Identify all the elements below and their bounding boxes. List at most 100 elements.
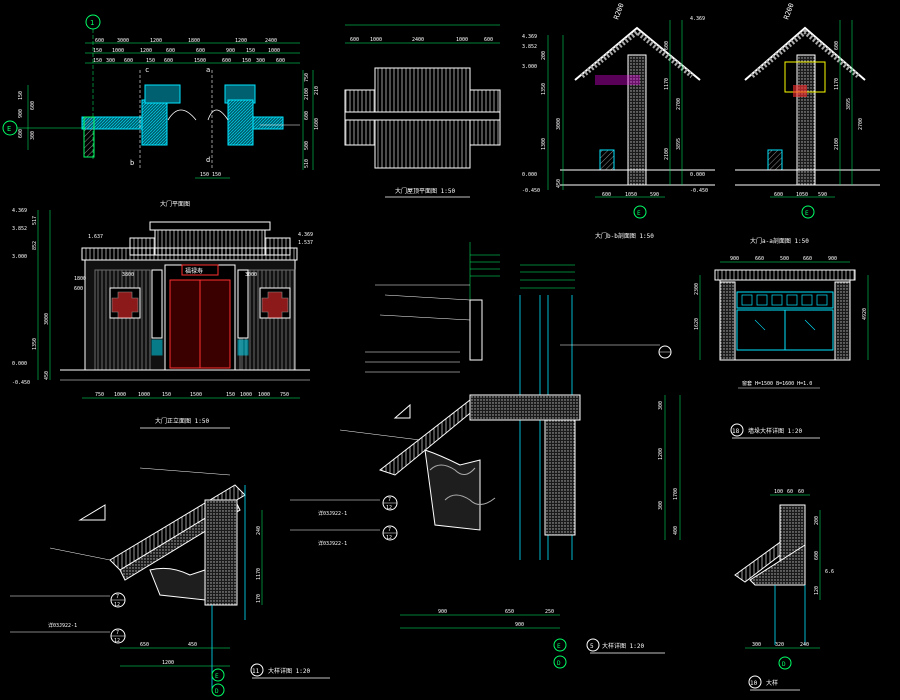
detail-dim: 320	[775, 642, 784, 648]
roof-dim: 750	[304, 73, 310, 82]
detail-circle-10	[748, 675, 762, 689]
detail18-note: 窗套 H=1500 B=1600 H=1.0	[742, 380, 812, 387]
title-detail-11: 大样详图 1:20	[268, 667, 310, 675]
axis-circle-D	[211, 683, 225, 697]
section-mark-a: a	[206, 66, 210, 74]
detail-dim: 900	[438, 609, 447, 615]
bottom-dim: 150	[162, 392, 171, 398]
inner-dim: 3800	[122, 272, 134, 278]
section-mark-b: b	[130, 159, 134, 167]
plan-dim: 150	[18, 91, 24, 100]
gate-plan: 1 600 3000 1200 1800 1200 2400 150 1000 …	[2, 14, 300, 179]
axis-label-E: E	[557, 643, 561, 650]
detail-ref-bottom: 12	[386, 535, 392, 541]
plan-dim: 300	[256, 58, 265, 64]
detail-ref-bottom: 12	[386, 505, 392, 511]
detail-5: 大门b-b剖面图 1:50	[290, 232, 681, 669]
detail-dim: 300	[658, 401, 664, 410]
detail-dim: 240	[256, 526, 262, 535]
plan-dim: 600	[124, 58, 133, 64]
detail-dim: 120	[814, 586, 820, 595]
detail-dim: 100	[774, 489, 783, 495]
title-section-a: 大门a-a剖面图 1:50	[750, 237, 809, 245]
ridge-radius-a: R200	[782, 2, 795, 21]
level-dim: 2700	[858, 118, 864, 130]
axis-label-E: E	[805, 210, 809, 217]
roof-ridge	[344, 111, 501, 121]
level-dim: 2100	[664, 148, 670, 160]
detail-11: 7 12 7 12 详03J922-1 650 450 1200 240 117…	[10, 467, 330, 697]
inner-dim: 3000	[245, 272, 257, 278]
title-detail-5: 大样详图 1:20	[602, 642, 644, 650]
detail-10: 100 60 60 6.6 200 600 120 300 320 240 D …	[734, 489, 834, 691]
detail-dim: 600	[814, 551, 820, 560]
detail-dim: 300	[658, 501, 664, 510]
roof-plan: 600 1000 2400 1000 600 750 2100 600 210 …	[302, 24, 501, 198]
plan-dim: 300	[106, 58, 115, 64]
plan-dim: 1200	[235, 38, 247, 44]
detail-dim: 900	[515, 622, 524, 628]
roof-dim: 1000	[370, 37, 382, 43]
detail-ref-top: 7	[388, 527, 391, 533]
bottom-dim: 750	[280, 392, 289, 398]
detail-circle-10-label: 10	[750, 680, 758, 687]
level-mark: 0.000	[522, 172, 537, 178]
detail5-beam	[469, 394, 581, 421]
level-dim: 1300	[541, 138, 547, 150]
level-mark: -0.450	[12, 380, 30, 386]
section-a-roof	[744, 26, 866, 81]
title-gate-plan: 大门平面图	[160, 200, 190, 208]
axis-label-E: E	[215, 673, 219, 680]
level-mark: 1.537	[298, 240, 313, 246]
level-dim: 1170	[834, 78, 840, 90]
level-dim: 450	[44, 371, 50, 380]
section-a-wall	[796, 54, 816, 186]
ref-code: 详03J922-1	[48, 622, 77, 629]
plan-dim: 600	[164, 58, 173, 64]
level-dim: 2100	[834, 138, 840, 150]
level-dim: 3000	[44, 313, 50, 325]
detail-dim: 1700	[673, 488, 679, 500]
level-dim: 852	[32, 241, 38, 250]
level-dim: 3895	[846, 98, 852, 110]
bottom-dim: 1000	[240, 392, 252, 398]
plan-door-swing	[167, 109, 197, 121]
detail-dim: 1200	[658, 448, 664, 460]
axis-circle-E	[553, 638, 567, 652]
plan-dim: 2400	[265, 38, 277, 44]
elev-plaque-text: 福禄寿	[185, 267, 203, 275]
detail-circle-5	[586, 638, 600, 652]
level-dim: 517	[32, 216, 38, 225]
detail-dim: 200	[814, 516, 820, 525]
level-mark: -0.450	[522, 188, 540, 194]
detail5-post	[469, 299, 483, 361]
elev-window-left	[109, 287, 141, 319]
level-mark: 4.369	[12, 208, 27, 214]
title-section-b: 大门b-b剖面图 1:50	[595, 232, 654, 240]
bottom-dim: 600	[774, 192, 783, 198]
roof-dim: 500	[304, 141, 310, 150]
detail-dim: 4920	[862, 308, 868, 320]
plan-end-left	[83, 116, 95, 158]
bottom-dim: 590	[818, 192, 827, 198]
inner-dim: 600	[74, 286, 83, 292]
bottom-dim: 1500	[190, 392, 202, 398]
bottom-dim: 1050	[625, 192, 637, 198]
bottom-dim: 150	[226, 392, 235, 398]
detail5-bracket	[424, 449, 481, 531]
roof-dim: 2400	[412, 37, 424, 43]
plan-step-left	[144, 84, 181, 104]
detail-dim: 450	[188, 642, 197, 648]
detail-18: 大门a-a剖面图 1:50 2300 1620 4920 900 660 500…	[694, 237, 869, 439]
detail-dim: 650	[140, 642, 149, 648]
axis-circle-D	[553, 655, 567, 669]
roof-dim: 210	[314, 86, 320, 95]
detail-dim: 250	[545, 609, 554, 615]
detail-circle-18	[730, 423, 744, 437]
level-mark: 4.369	[522, 34, 537, 40]
level-mark: 3.852	[12, 226, 27, 232]
plan-dim: 1000	[112, 48, 124, 54]
level-dim: 2700	[676, 98, 682, 110]
detail-dim: 660	[755, 256, 764, 262]
plan-pier-left	[141, 99, 168, 146]
